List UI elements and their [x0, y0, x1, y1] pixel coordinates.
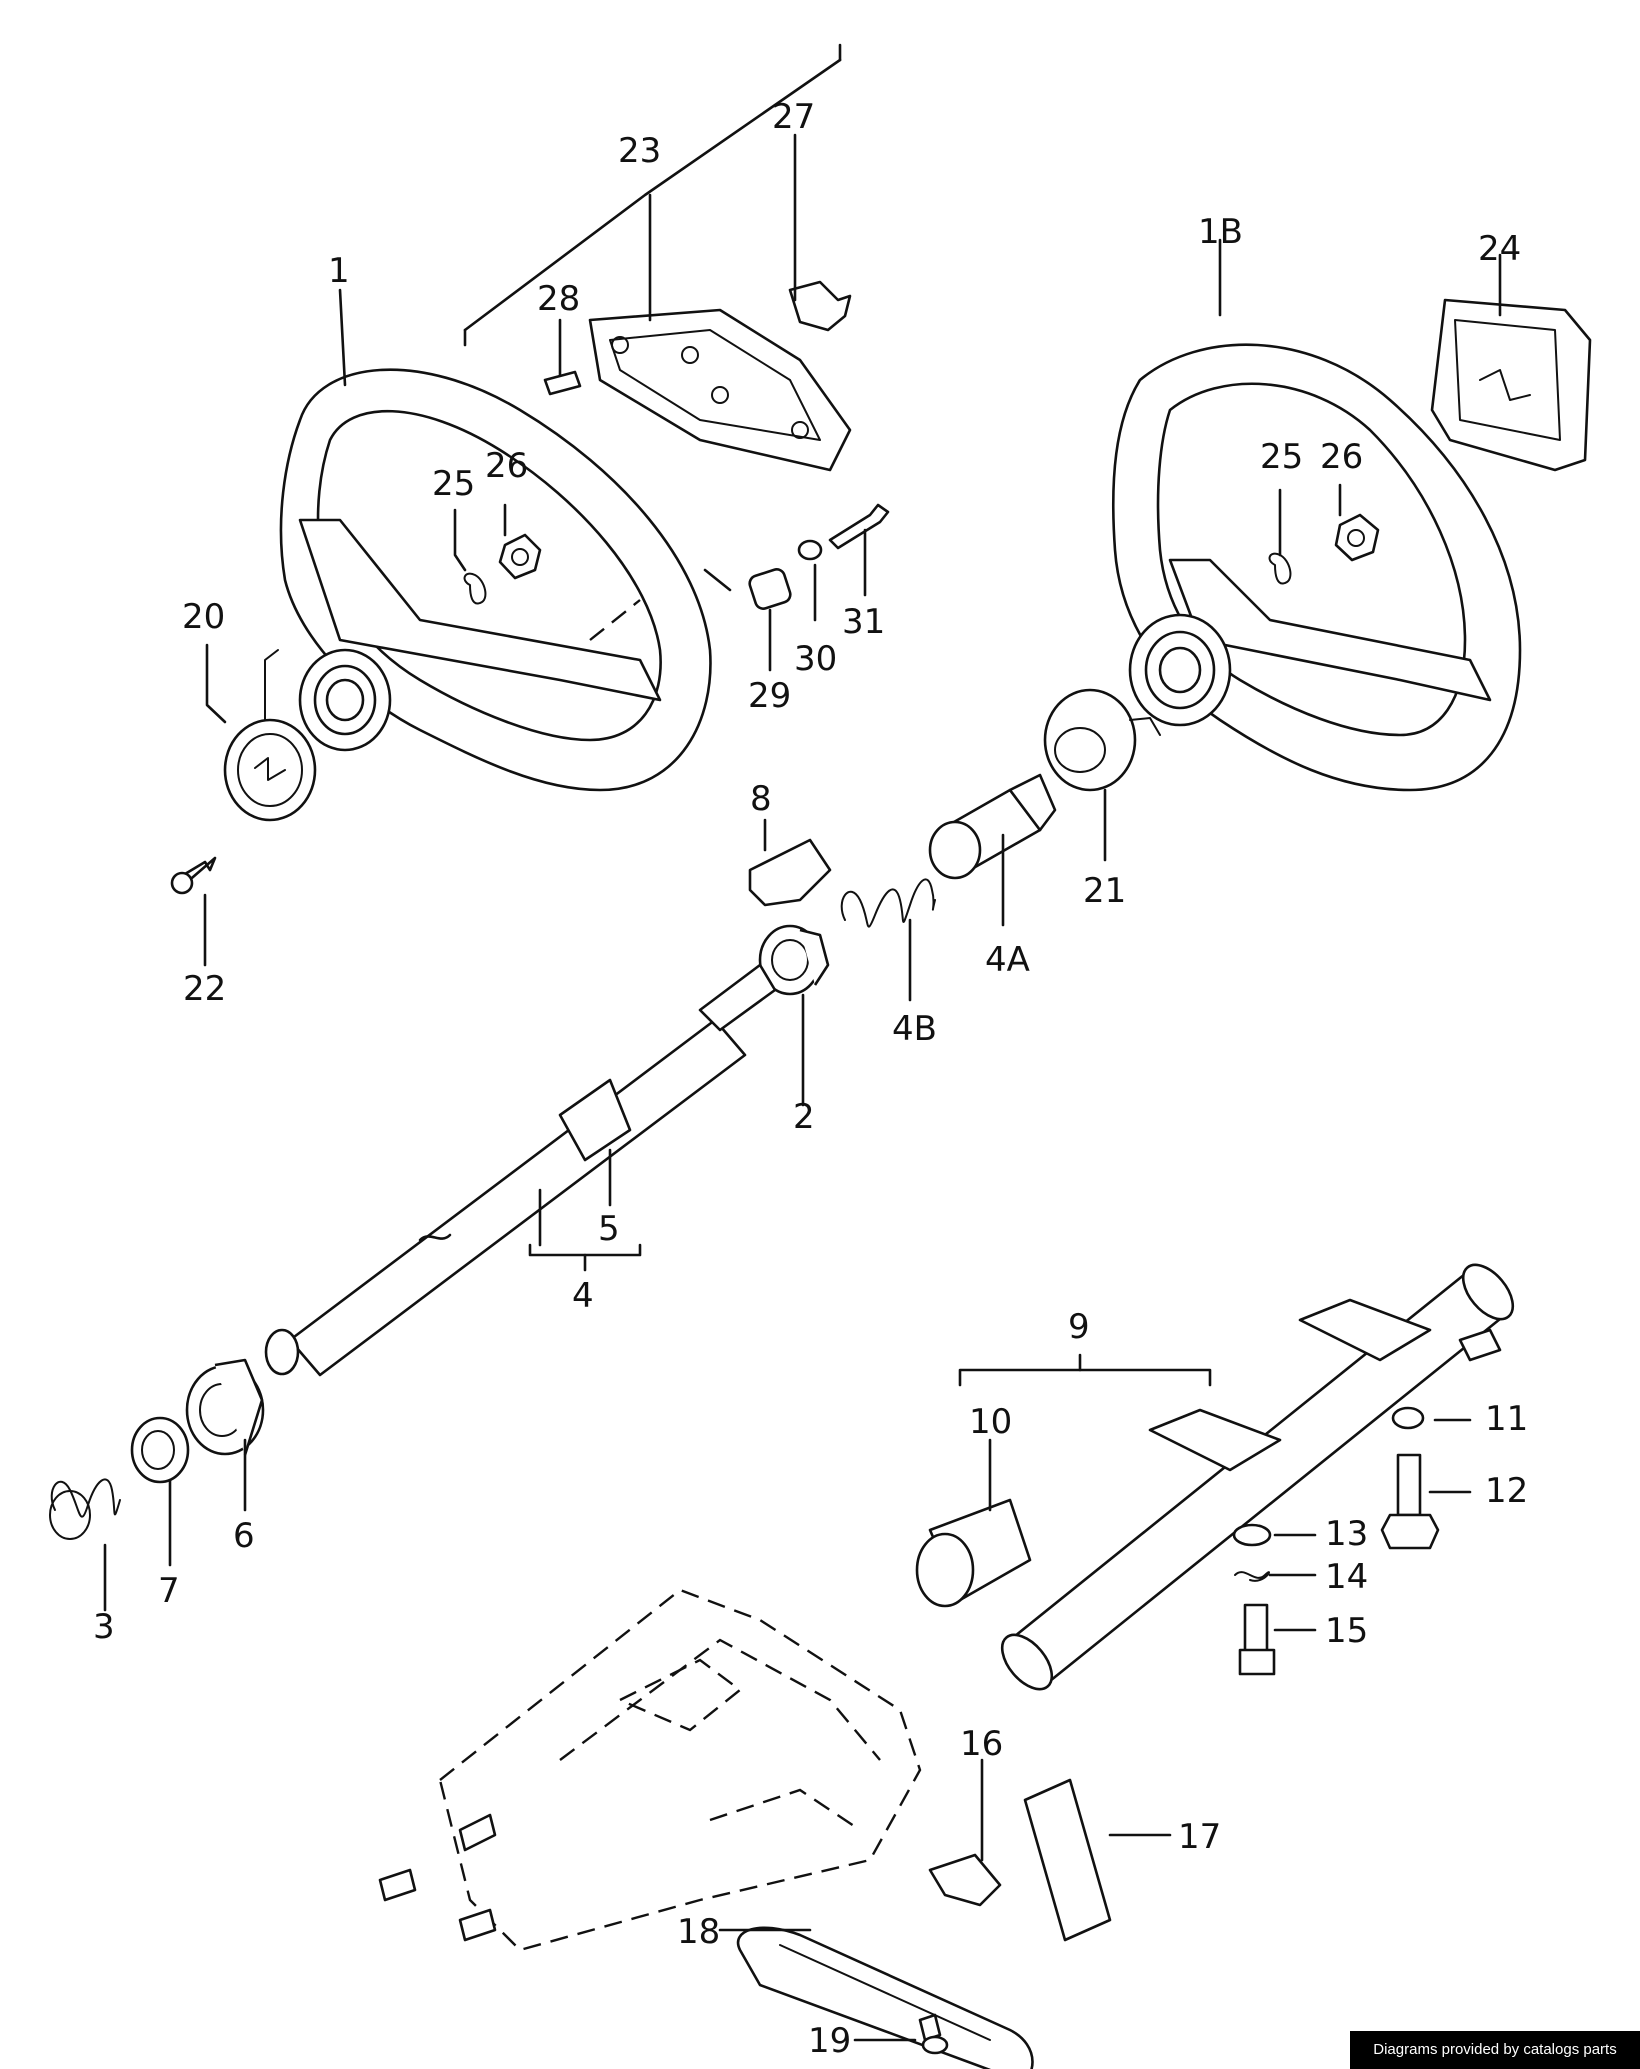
washer-30[interactable]	[797, 539, 823, 561]
steering-nut-left[interactable]	[498, 533, 542, 580]
screw-19[interactable]	[918, 2013, 949, 2055]
bearing-6[interactable]	[185, 1358, 265, 1456]
bolt-12[interactable]	[1380, 1453, 1440, 1550]
tube-bush[interactable]	[915, 1498, 1032, 1608]
label-16: 16	[960, 1724, 1003, 1764]
label-23: 23	[618, 131, 661, 171]
label-1: 1	[328, 251, 350, 291]
label-4b: 4B	[892, 1009, 937, 1049]
steering-nut-right[interactable]	[1334, 513, 1380, 562]
label-17: 17	[1178, 1817, 1221, 1857]
label-15: 15	[1325, 1611, 1368, 1651]
horn-clip[interactable]	[788, 280, 852, 332]
label-19: 19	[808, 2021, 851, 2061]
bush-7[interactable]	[130, 1416, 190, 1484]
label-9: 9	[1068, 1307, 1090, 1347]
washer-13[interactable]	[1232, 1523, 1272, 1547]
column-bearing[interactable]	[758, 924, 830, 996]
label-30: 30	[794, 639, 837, 679]
circlip[interactable]	[748, 838, 832, 907]
label-20: 20	[182, 597, 225, 637]
lower-cover[interactable]	[736, 1926, 1034, 2069]
bush[interactable]	[748, 567, 793, 610]
leader-lines	[103, 43, 1502, 2042]
column-tube[interactable]	[993, 1256, 1523, 1698]
column-bracket[interactable]	[378, 1588, 922, 1952]
label-12: 12	[1485, 1471, 1528, 1511]
spring-3[interactable]	[50, 1478, 121, 1518]
label-11: 11	[1485, 1399, 1528, 1439]
label-29: 29	[748, 676, 791, 716]
label-28: 28	[537, 279, 580, 319]
lock-washer-14[interactable]	[1234, 1571, 1270, 1582]
label-18: 18	[677, 1912, 720, 1952]
label-4: 4	[572, 1276, 594, 1316]
trim-pad[interactable]	[1023, 1778, 1112, 1942]
screw-31[interactable]	[828, 503, 890, 550]
label-3: 3	[93, 1607, 115, 1647]
label-21: 21	[1083, 871, 1126, 911]
horn-pad-right[interactable]	[1430, 298, 1592, 472]
splined-sleeve[interactable]	[928, 773, 1057, 880]
lock-washer-right[interactable]	[1268, 552, 1292, 585]
part-labels: 1 1B 2 3 4 4A 4B 5 6 7 8 9 10 11 12 13 1…	[93, 97, 1528, 2061]
bracket-clip[interactable]	[928, 1853, 1002, 1907]
label-24: 24	[1478, 229, 1521, 269]
label-5: 5	[598, 1209, 620, 1249]
label-26a: 26	[485, 446, 528, 486]
label-2: 2	[793, 1097, 815, 1137]
credit-banner: Diagrams provided by catalogs parts	[1350, 2031, 1640, 2069]
label-25b: 25	[1260, 437, 1303, 477]
horn-pad[interactable]	[588, 308, 852, 472]
steering-wheel-right[interactable]	[1111, 343, 1522, 792]
steering-wheel-left[interactable]	[279, 368, 712, 792]
label-27: 27	[772, 97, 815, 137]
contact-ring[interactable]	[1043, 688, 1161, 792]
label-22: 22	[183, 969, 226, 1009]
horn-contact[interactable]	[223, 649, 317, 822]
label-7: 7	[158, 1571, 180, 1611]
label-31: 31	[842, 602, 885, 642]
label-14: 14	[1325, 1557, 1368, 1597]
label-10: 10	[969, 1402, 1012, 1442]
label-4a: 4A	[985, 940, 1030, 980]
label-8: 8	[750, 779, 772, 819]
label-13: 13	[1325, 1514, 1368, 1554]
label-26b: 26	[1320, 437, 1363, 477]
label-1b: 1B	[1198, 212, 1243, 252]
steering-column-shaft[interactable]	[264, 963, 777, 1377]
washer-11[interactable]	[1391, 1406, 1425, 1430]
lock-washer-left[interactable]	[463, 572, 487, 605]
contact-spring[interactable]	[543, 370, 582, 396]
label-6: 6	[233, 1516, 255, 1556]
column-spring[interactable]	[840, 878, 936, 928]
bolt-15[interactable]	[1238, 1603, 1276, 1676]
label-25a: 25	[432, 464, 475, 504]
